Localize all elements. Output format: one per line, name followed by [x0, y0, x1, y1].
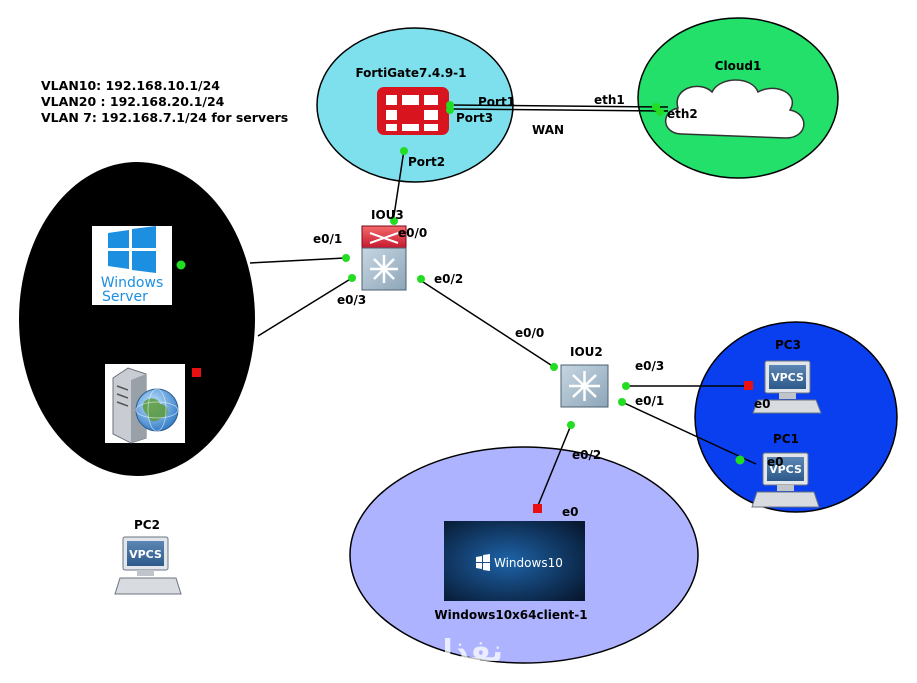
- link-iou2-pc1[interactable]: [621, 401, 757, 465]
- links: [249, 104, 757, 509]
- iou2-e00-label: e0/0: [515, 326, 544, 340]
- iou3-e03-label: e0/3: [337, 293, 366, 307]
- link-fortigate-iou3[interactable]: [392, 149, 405, 223]
- cloud-label: Cloud1: [715, 59, 762, 73]
- status-dot-down: [533, 504, 542, 513]
- pc3-label: PC3: [775, 338, 801, 352]
- windows-server-line1: Windows: [101, 275, 164, 291]
- status-dot-up: [567, 421, 575, 429]
- status-dot-up: [390, 217, 398, 225]
- vlan-note-2: VLAN20 : 192.168.20.1/24: [41, 94, 225, 109]
- link-fortigate-cloud-2[interactable]: [449, 108, 669, 112]
- iou2-e01-label: e0/1: [635, 394, 664, 408]
- cloud-icon[interactable]: [665, 79, 805, 139]
- status-dot-up: [176, 260, 186, 270]
- status-dot-up: [656, 108, 664, 116]
- fg-port3-label: Port3: [456, 111, 493, 125]
- iou2-e02-label: e0/2: [572, 448, 601, 462]
- iou2-e03-label: e0/3: [635, 359, 664, 373]
- status-dot-up: [400, 147, 408, 155]
- status-dot-up: [342, 254, 350, 262]
- port-status-dots: [176, 101, 753, 513]
- server-zone: [19, 162, 255, 476]
- pc-zone: [694, 321, 898, 513]
- iou3-e02-label: e0/2: [434, 272, 463, 286]
- status-dot-up: [348, 274, 356, 282]
- link-fortigate-cloud[interactable]: [449, 104, 669, 108]
- iou2-label: IOU2: [570, 345, 603, 359]
- status-dot-up: [735, 455, 745, 465]
- link-winserver-iou3[interactable]: [249, 257, 346, 264]
- pc1-node[interactable]: VPCS: [751, 452, 820, 508]
- iou3-e01-label: e0/1: [313, 232, 342, 246]
- iou3-switch[interactable]: [361, 225, 407, 291]
- status-dot-up: [618, 398, 626, 406]
- win10-client-node[interactable]: Windows10: [444, 521, 585, 601]
- pc2-node[interactable]: VPCS: [114, 536, 182, 595]
- watermark-latin: nafezly.com: [416, 667, 499, 683]
- windows10-logo-icon: [476, 554, 490, 571]
- status-dot-up: [417, 275, 425, 283]
- status-dot-up: [622, 382, 630, 390]
- windows-logo-icon: [108, 226, 156, 273]
- cloud-eth1-label: eth1: [594, 93, 625, 107]
- iou3-label: IOU3: [371, 208, 404, 222]
- windows-server-line2: Server: [102, 289, 148, 305]
- status-dot-up: [446, 106, 454, 114]
- vlan-note-1: VLAN10: 192.168.10.1/24: [41, 78, 220, 93]
- win10-e0-label: e0: [562, 505, 579, 519]
- status-dot-down: [192, 368, 201, 377]
- status-dot-down: [744, 381, 753, 390]
- pc3-screen-text: VPCS: [771, 371, 804, 384]
- pc1-label: PC1: [773, 432, 799, 446]
- server-globe-node[interactable]: [105, 364, 185, 444]
- fortigate-firewall[interactable]: [377, 87, 449, 135]
- link-iou2-win10[interactable]: [536, 424, 572, 509]
- windows-server-node[interactable]: Windows Server: [92, 226, 172, 305]
- cloud-eth2-label: eth2: [667, 107, 698, 121]
- globe-icon: [135, 388, 179, 432]
- pc2-screen-text: VPCS: [129, 548, 162, 561]
- link-server-iou3[interactable]: [257, 277, 353, 337]
- win10-logo-text: Windows10: [494, 556, 563, 570]
- pc1-screen-text: VPCS: [769, 463, 802, 476]
- wan-label: WAN: [532, 123, 564, 137]
- iou3-e00-label: e0/0: [398, 226, 427, 240]
- fg-port2-label: Port2: [408, 155, 445, 169]
- link-iou3-iou2[interactable]: [419, 279, 555, 368]
- watermark-arabic: نفذلي: [411, 634, 503, 669]
- fortigate-label: FortiGate7.4.9-1: [355, 66, 466, 80]
- iou2-switch[interactable]: [560, 364, 609, 408]
- pc2-label: PC2: [134, 518, 160, 532]
- status-dot-up: [550, 363, 558, 371]
- pc1-e0-label: e0: [767, 455, 784, 469]
- fg-port1-label: Port1: [478, 95, 515, 109]
- pc3-e0-label: e0: [754, 397, 771, 411]
- pc3-node[interactable]: VPCS: [752, 360, 822, 414]
- win10-label: Windows10x64client-1: [434, 608, 587, 622]
- vlan-note-3: VLAN 7: 192.168.7.1/24 for servers: [41, 110, 288, 125]
